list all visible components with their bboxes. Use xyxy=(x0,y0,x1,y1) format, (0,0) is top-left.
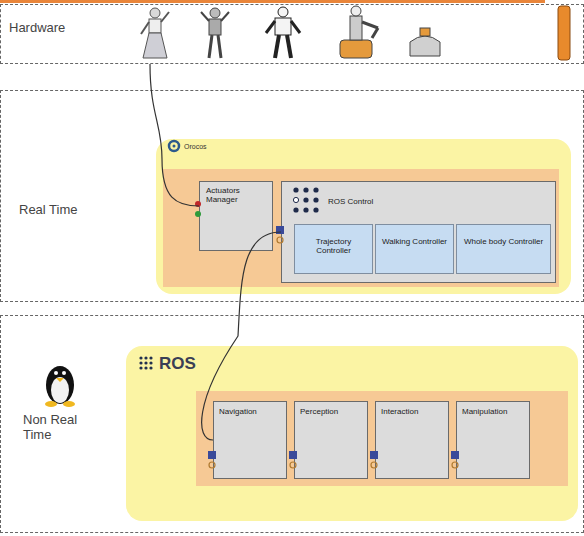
controller-box: Trajectory Controller xyxy=(294,224,373,274)
port-gear xyxy=(452,462,458,468)
orocos-logo xyxy=(169,141,179,151)
module-box: Manipulation xyxy=(456,401,530,479)
node-label: ROS Control xyxy=(328,197,373,206)
controller-box: Walking Controller xyxy=(375,224,454,274)
controller-box: Whole body Controller xyxy=(456,224,551,274)
module-box: Navigation xyxy=(213,401,287,479)
node-label: Real Time xyxy=(19,203,78,218)
port-square xyxy=(276,226,284,234)
node-label: Trajectory Controller xyxy=(295,237,372,255)
component-box: ROS ControlTrajectory Controller Walking … xyxy=(281,181,556,283)
robot-figure xyxy=(201,8,229,58)
layer-band: Real TimeOrocosActuators ManagerROS Cont… xyxy=(0,90,584,302)
port-dot xyxy=(195,211,201,217)
node-label: Interaction xyxy=(381,407,418,416)
port-square xyxy=(208,451,216,459)
node-label: Actuators Manager xyxy=(206,186,264,204)
port-gear xyxy=(209,462,215,468)
linux-penguin xyxy=(45,366,75,407)
node-label: Manipulation xyxy=(462,407,507,416)
module-box: Interaction xyxy=(375,401,449,479)
connector-wire xyxy=(202,232,281,440)
grid-icon xyxy=(293,187,318,212)
port-gear xyxy=(277,237,283,243)
top-rule xyxy=(0,0,545,3)
port-square xyxy=(451,451,459,459)
port-gear xyxy=(290,462,296,468)
robot-figure xyxy=(141,8,169,58)
robot-figure xyxy=(558,6,570,60)
node-label: Whole body Controller xyxy=(457,237,550,246)
port-square xyxy=(289,451,297,459)
robot-figure xyxy=(266,7,300,58)
framework-band: ROS Navigation Perception Interaction Manipu… xyxy=(126,346,578,521)
node-label: ROS xyxy=(159,354,196,374)
layer-band: Non Real Time ROS Navigation Perception Inte… xyxy=(0,315,584,533)
module-box: Perception xyxy=(294,401,368,479)
robot-figure xyxy=(340,6,378,58)
node-label: Hardware xyxy=(9,21,65,36)
port-square xyxy=(370,451,378,459)
port-gear xyxy=(371,462,377,468)
framework-band: OrocosActuators ManagerROS ControlTrajec… xyxy=(156,139,571,294)
connector-wire xyxy=(150,64,199,206)
robot-figure xyxy=(410,28,440,56)
node-label: Perception xyxy=(300,407,338,416)
node-label: Orocos xyxy=(184,143,207,151)
node-label: Navigation xyxy=(219,407,257,416)
node-label: Walking Controller xyxy=(376,237,453,246)
node-label: Non Real Time xyxy=(23,413,103,443)
component-box: Actuators Manager xyxy=(199,181,273,251)
ros-logo xyxy=(139,356,152,369)
